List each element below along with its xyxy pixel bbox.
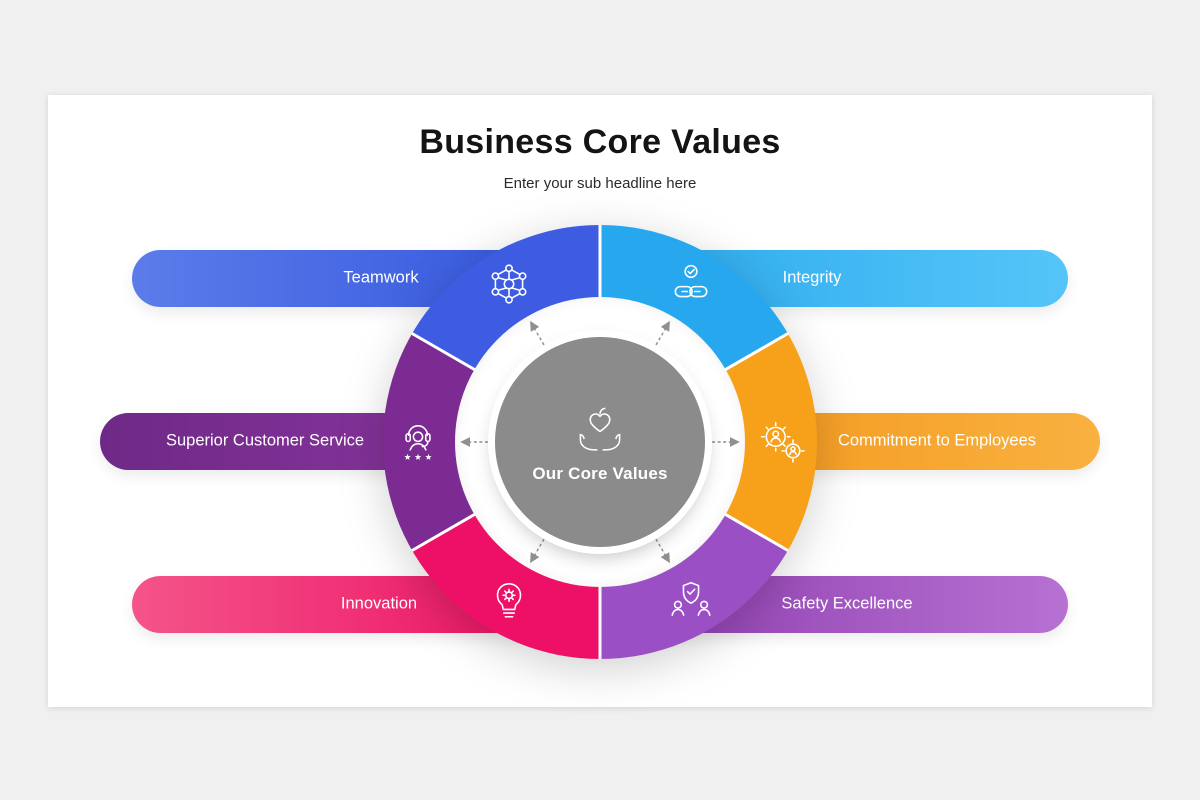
shield-team-icon: [668, 577, 714, 623]
value-label-innovation: Innovation: [340, 594, 418, 613]
employee-gear-icon: [759, 419, 805, 465]
customer-support-icon: [395, 419, 441, 465]
page-title: Business Core Values: [419, 123, 781, 161]
center-circle: Our Core Values: [495, 337, 705, 547]
chain-check-icon: [668, 261, 714, 307]
value-label-superior-customer-service: Superior Customer Service: [165, 431, 365, 450]
value-label-safety-excellence: Safety Excellence: [781, 594, 913, 613]
slide: Business Core Values Enter your sub head…: [48, 95, 1152, 707]
value-label-teamwork: Teamwork: [343, 268, 419, 287]
page-subtitle: Enter your sub headline here: [503, 175, 697, 192]
hands-holding-heart-icon: [579, 407, 621, 451]
center-label: Our Core Values: [532, 463, 668, 483]
network-icon: [486, 261, 532, 307]
core-values-wheel: Our Core Values: [383, 225, 817, 659]
value-label-commitment-to-employees: Commitment to Employees: [837, 431, 1037, 450]
center-arrows: [460, 320, 740, 564]
idea-gear-icon: [486, 577, 532, 623]
value-label-integrity: Integrity: [782, 268, 842, 287]
